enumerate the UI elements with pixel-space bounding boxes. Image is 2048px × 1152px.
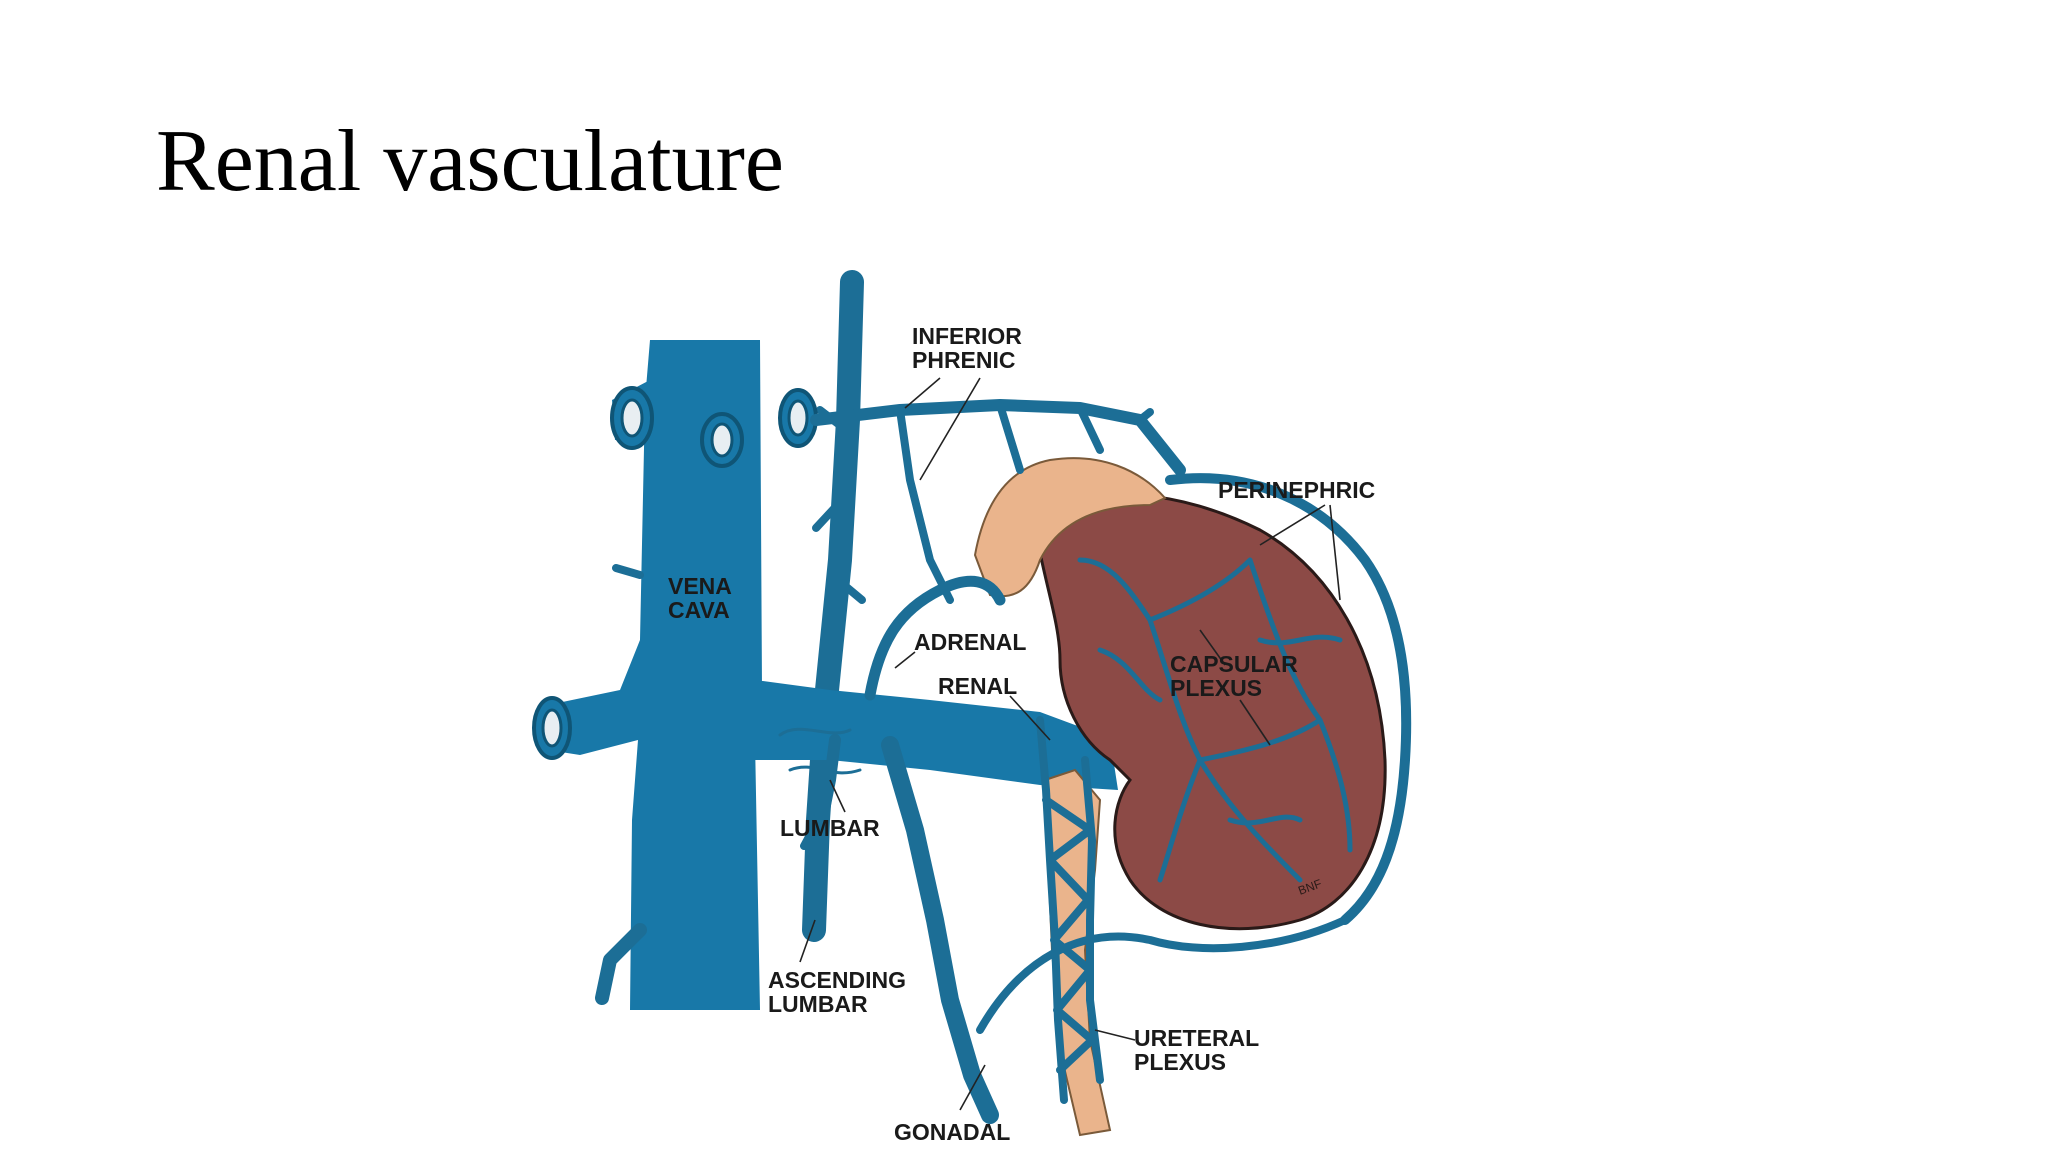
gonadal-vein [881, 736, 999, 1124]
ureteral-plexus [1036, 716, 1104, 1104]
label-leader-lines [799, 377, 1341, 1111]
label-ascending-lumbar-2: LUMBAR [768, 991, 868, 1017]
label-capsular-plexus-1: CAPSULAR [1170, 651, 1298, 677]
label-capsular-plexus-2: PLEXUS [1170, 675, 1262, 701]
label-gonadal: GONADAL [894, 1119, 1010, 1145]
label-vena-cava-2: CAVA [668, 597, 730, 623]
label-ureteral-plexus-2: PLEXUS [1134, 1049, 1226, 1075]
capsular-plexus-veins [1077, 557, 1353, 883]
label-vena-cava-1: VENA [668, 573, 732, 599]
adrenal-vein [864, 575, 1006, 701]
label-inferior-phrenic-1: INFERIOR [912, 323, 1022, 349]
perinephric-veins [976, 473, 1412, 1034]
label-lumbar: LUMBAR [780, 815, 880, 841]
label-inferior-phrenic-2: PHRENIC [912, 347, 1016, 373]
label-ascending-lumbar-1: ASCENDING [768, 967, 906, 993]
diagram-labels: INFERIOR PHRENIC PERINEPHRIC VENA CAVA A… [668, 323, 1375, 1145]
label-renal: RENAL [938, 673, 1017, 699]
inferior-phrenic-vein [810, 399, 1186, 604]
label-perinephric: PERINEPHRIC [1218, 477, 1375, 503]
label-adrenal: ADRENAL [914, 629, 1026, 655]
slide-title: Renal vasculature [156, 113, 784, 210]
renal-vein [755, 680, 1118, 790]
adrenal-gland [973, 457, 1167, 598]
vena-cava [532, 340, 818, 1010]
label-ureteral-plexus-1: URETERAL [1134, 1025, 1259, 1051]
